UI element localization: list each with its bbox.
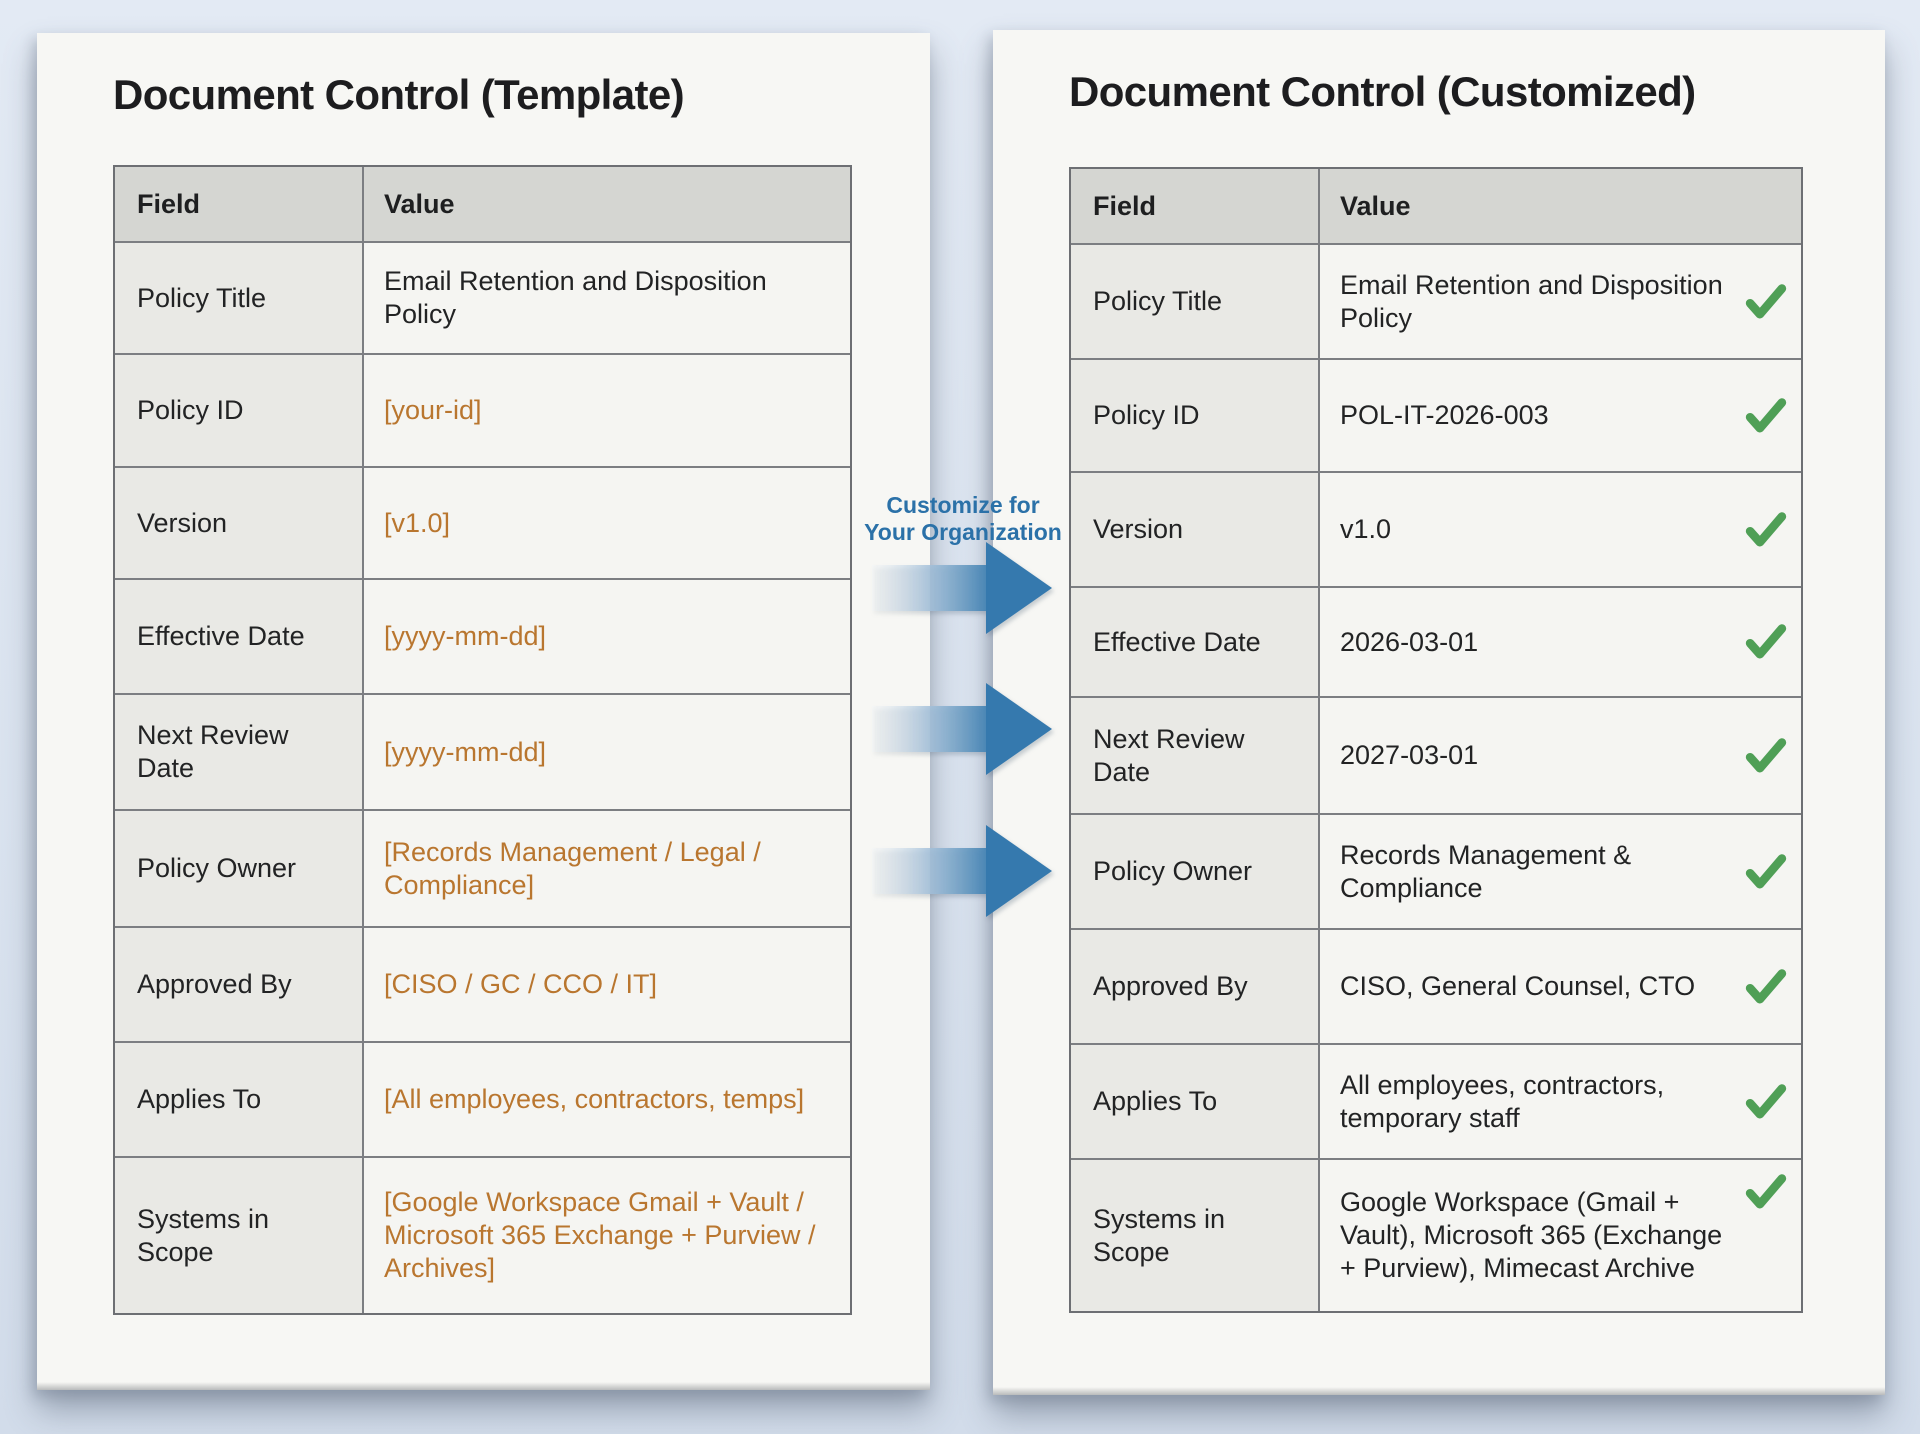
check-icon [1744,736,1788,776]
field-cell: Policy Owner [1071,815,1320,928]
value-cell: [Records Management / Legal / Compliance… [364,811,850,926]
placeholder-value-text: [CISO / GC / CCO / IT] [384,969,658,999]
value-cell: v1.0 [1320,473,1801,586]
field-cell: Effective Date [1071,588,1320,696]
field-cell: Policy ID [115,355,364,466]
field-cell: Applies To [115,1043,364,1156]
customized-table: Field Value Policy Title Email Retention… [1069,167,1803,1313]
check-icon [1744,622,1788,662]
table-row: Policy Title Email Retention and Disposi… [1071,243,1801,358]
value-cell: 2027-03-01 [1320,698,1801,813]
placeholder-value-text: [yyyy-mm-dd] [384,621,546,651]
table-row: Approved By [CISO / GC / CCO / IT] [115,926,850,1041]
value-cell: [CISO / GC / CCO / IT] [364,928,850,1041]
field-cell: Systems in Scope [115,1158,364,1313]
table-row: Applies To [All employees, contractors, … [115,1041,850,1156]
field-cell: Policy ID [1071,360,1320,471]
field-cell: Next Review Date [115,695,364,809]
value-cell: [All employees, contractors, temps] [364,1043,850,1156]
value-text: Records Management & Compliance [1340,839,1632,903]
value-text: Email Retention and Disposition Policy [384,266,767,329]
table-header-row: Field Value [1071,169,1801,243]
table-row: Next Review Date 2027-03-01 [1071,696,1801,813]
check-icon [1744,852,1788,892]
template-table: Field Value Policy Title Email Retention… [113,165,852,1315]
value-text: POL-IT-2026-003 [1340,400,1549,430]
field-cell: Systems in Scope [1071,1160,1320,1311]
value-cell: POL-IT-2026-003 [1320,360,1801,471]
field-cell: Approved By [1071,930,1320,1043]
placeholder-value-text: [yyyy-mm-dd] [384,736,546,767]
value-cell: [v1.0] [364,468,850,578]
value-cell: [Google Workspace Gmail + Vault / Micros… [364,1158,850,1313]
customized-page-title: Document Control (Customized) [1069,68,1696,115]
template-page: Document Control (Template) Field Value … [37,33,930,1390]
table-row: Version [v1.0] [115,466,850,578]
value-cell: [yyyy-mm-dd] [364,580,850,693]
value-text: 2027-03-01 [1340,740,1479,770]
header-cell-value: Value [1320,169,1801,243]
table-row: Applies To All employees, contractors, t… [1071,1043,1801,1158]
table-row: Effective Date [yyyy-mm-dd] [115,578,850,693]
field-cell: Applies To [1071,1045,1320,1158]
value-cell: [yyyy-mm-dd] [364,695,850,809]
value-text: CISO, General Counsel, CTO [1340,971,1696,1001]
value-text: All employees, contractors, temporary st… [1340,1069,1665,1133]
value-cell: CISO, General Counsel, CTO [1320,930,1801,1043]
check-icon [1744,1082,1788,1122]
table-row: Policy ID [your-id] [115,353,850,466]
table-row: Next Review Date [yyyy-mm-dd] [115,693,850,809]
field-cell: Effective Date [115,580,364,693]
customized-page: Document Control (Customized) Field Valu… [993,30,1885,1395]
header-cell-value: Value [364,167,850,241]
value-cell: Google Workspace (Gmail + Vault), Micros… [1320,1160,1801,1311]
table-row: Effective Date 2026-03-01 [1071,586,1801,696]
header-cell-field: Field [115,167,364,241]
field-cell: Policy Title [115,243,364,353]
table-row: Systems in Scope Google Workspace (Gmail… [1071,1158,1801,1311]
value-cell: Email Retention and Disposition Policy [364,243,850,353]
check-icon [1744,1172,1788,1212]
placeholder-value-text: [v1.0] [384,507,451,538]
field-cell: Policy Owner [115,811,364,926]
value-text: 2026-03-01 [1340,626,1479,657]
table-header-row: Field Value [115,167,850,241]
check-icon [1744,282,1788,322]
table-row: Policy Owner Records Management & Compli… [1071,813,1801,928]
field-cell: Version [115,468,364,578]
placeholder-value-text: [All employees, contractors, temps] [384,1084,805,1114]
placeholder-value-text: [Google Workspace Gmail + Vault / Micros… [384,1187,816,1283]
check-icon [1744,967,1788,1007]
header-cell-field: Field [1071,169,1320,243]
table-row: Policy Owner [Records Management / Legal… [115,809,850,926]
table-row: Policy Title Email Retention and Disposi… [115,241,850,353]
value-cell: Records Management & Compliance [1320,815,1801,928]
field-cell: Version [1071,473,1320,586]
check-icon [1744,396,1788,436]
value-cell: [your-id] [364,355,850,466]
field-cell: Policy Title [1071,245,1320,358]
table-row: Version v1.0 [1071,471,1801,586]
value-cell: All employees, contractors, temporary st… [1320,1045,1801,1158]
value-text: Email Retention and Disposition Policy [1340,269,1723,333]
placeholder-value-text: [your-id] [384,395,482,425]
table-row: Policy ID POL-IT-2026-003 [1071,358,1801,471]
table-row: Systems in Scope [Google Workspace Gmail… [115,1156,850,1313]
field-cell: Approved By [115,928,364,1041]
table-row: Approved By CISO, General Counsel, CTO [1071,928,1801,1043]
value-cell: 2026-03-01 [1320,588,1801,696]
check-icon [1744,510,1788,550]
value-text: v1.0 [1340,514,1392,544]
value-text: Google Workspace (Gmail + Vault), Micros… [1340,1187,1723,1283]
placeholder-value-text: [Records Management / Legal / Compliance… [384,836,761,900]
value-cell: Email Retention and Disposition Policy [1320,245,1801,358]
template-page-title: Document Control (Template) [113,71,685,118]
field-cell: Next Review Date [1071,698,1320,813]
